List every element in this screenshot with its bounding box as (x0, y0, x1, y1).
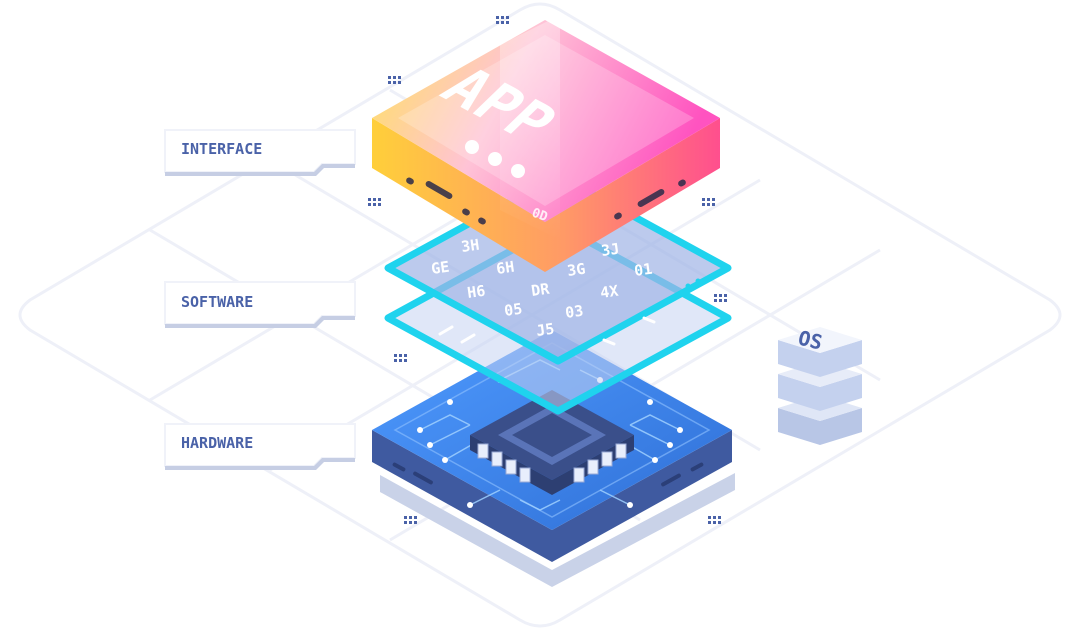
code-r2-1: H6 (466, 282, 486, 302)
code-r1-3: 3G (566, 260, 586, 280)
label-interface: INTERFACE (164, 129, 356, 176)
os-label: OS (796, 326, 825, 355)
code-r1-5: 01 (633, 260, 653, 280)
decorative-dots (368, 16, 727, 524)
label-hardware: HARDWARE (164, 423, 356, 470)
code-r3-0: J5 (535, 320, 555, 340)
cpu-chip (470, 390, 634, 495)
code-r2-3: DR (530, 279, 551, 299)
code-r1-0: 3H (460, 236, 480, 256)
app-tile (372, 15, 720, 272)
code-r1-4: 3J (600, 240, 620, 260)
code-r2-2: 05 (503, 300, 523, 320)
software-codes: 3H 6H 03 3G 3J 01 GE H6 05 DR 03 4X J5 (430, 236, 653, 340)
label-software: SOFTWARE (164, 281, 356, 328)
code-r2-5: 4X (599, 282, 619, 302)
app-code: 0D (530, 206, 550, 226)
label-software-text: SOFTWARE (181, 293, 253, 311)
code-r2-0: GE (430, 258, 450, 278)
code-r2-4: 03 (564, 302, 584, 322)
os-database-stack (778, 327, 862, 445)
code-r1-1: 6H (495, 258, 515, 278)
label-hardware-text: HARDWARE (181, 434, 253, 452)
software-dashes (438, 316, 656, 346)
label-interface-text: INTERFACE (181, 140, 262, 158)
